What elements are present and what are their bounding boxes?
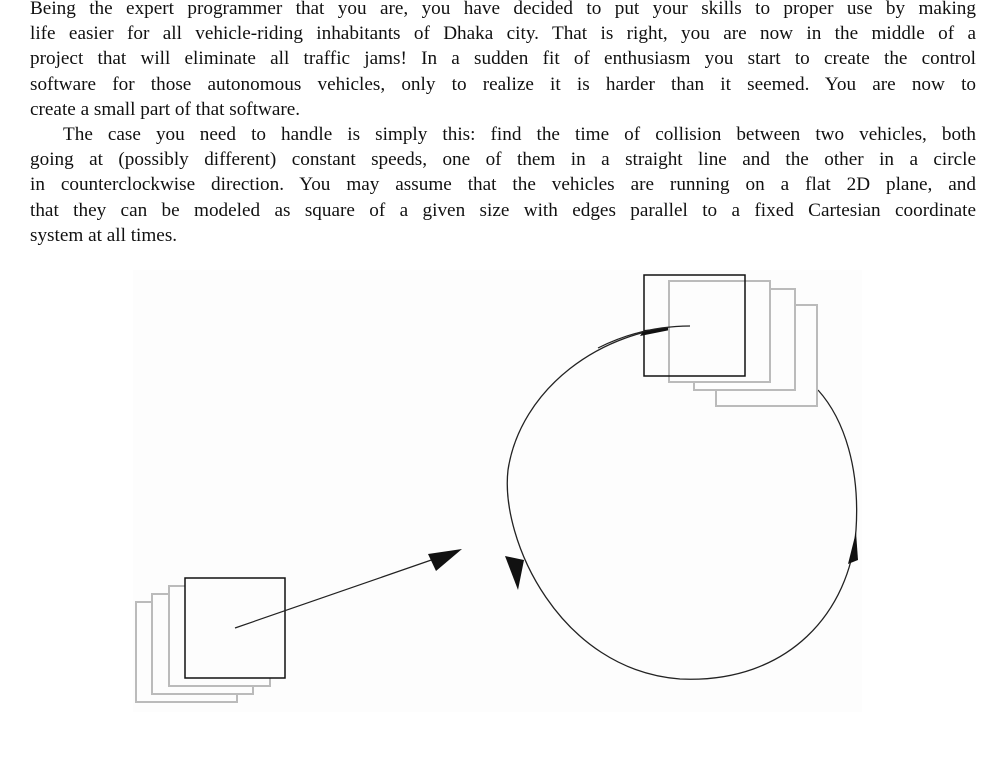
text-line: software for those autonomous vehicles, …	[30, 73, 976, 95]
text-line: system at all times.	[30, 224, 178, 246]
linear-vehicle	[135, 577, 286, 703]
linear-path	[234, 556, 441, 629]
text-line: life easier for all vehicle-riding inhab…	[30, 23, 976, 45]
text-line: The case you need to handle is simply th…	[63, 123, 976, 145]
figure-drawing	[135, 274, 858, 703]
text-line: that they can be modeled as square of a …	[30, 199, 976, 221]
collision-figure	[133, 270, 862, 712]
arrowhead-left-icon	[505, 556, 524, 590]
arrowhead-linear-icon	[428, 549, 462, 571]
text-line: going at (possibly different) constant s…	[30, 149, 976, 171]
text-line: Being the expert programmer that you are…	[30, 0, 976, 19]
text-line: in counterclockwise direction. You may a…	[30, 174, 976, 196]
problem-statement: Being the expert programmer that you are…	[30, 0, 976, 248]
arrowhead-right-icon	[848, 532, 858, 564]
text-line: project that will eliminate all traffic …	[30, 48, 976, 70]
circle-path	[506, 325, 858, 680]
circular-vehicle	[643, 274, 818, 407]
text-line: create a small part of that software.	[30, 98, 301, 120]
